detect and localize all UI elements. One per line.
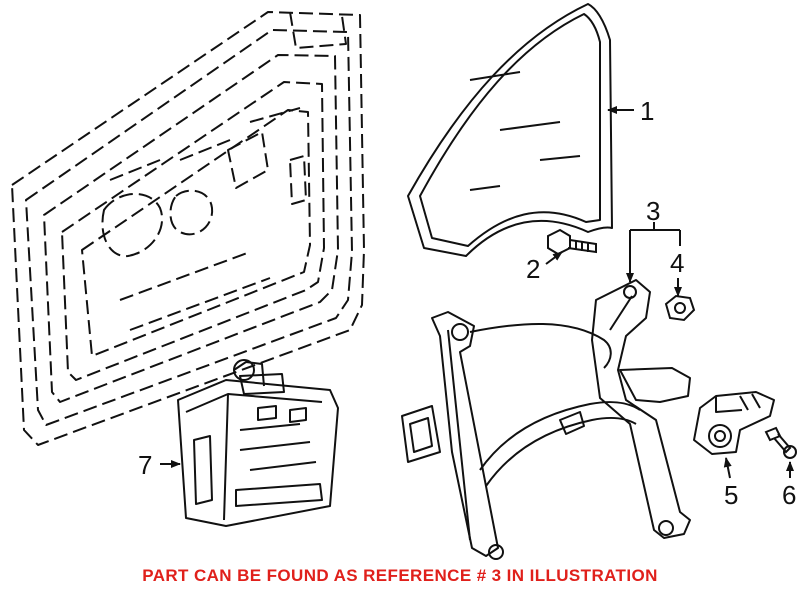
callout-4: 4 — [670, 248, 684, 278]
callout-1: 1 — [640, 96, 654, 126]
window-glass — [407, 3, 613, 257]
callout-7: 7 — [138, 450, 152, 480]
callout-2: 2 — [526, 254, 540, 284]
nut — [664, 294, 696, 322]
callout-6: 6 — [782, 480, 796, 510]
door-panel-outline — [11, 11, 365, 446]
bolt — [547, 228, 597, 256]
leader-lines — [160, 106, 794, 479]
callout-3: 3 — [646, 196, 660, 226]
callout-5: 5 — [724, 480, 738, 510]
control-module — [177, 359, 339, 527]
regulator-motor — [693, 391, 775, 455]
screw — [764, 426, 797, 459]
window-regulator — [401, 279, 691, 560]
reference-note: PART CAN BE FOUND AS REFERENCE # 3 IN IL… — [142, 566, 658, 585]
